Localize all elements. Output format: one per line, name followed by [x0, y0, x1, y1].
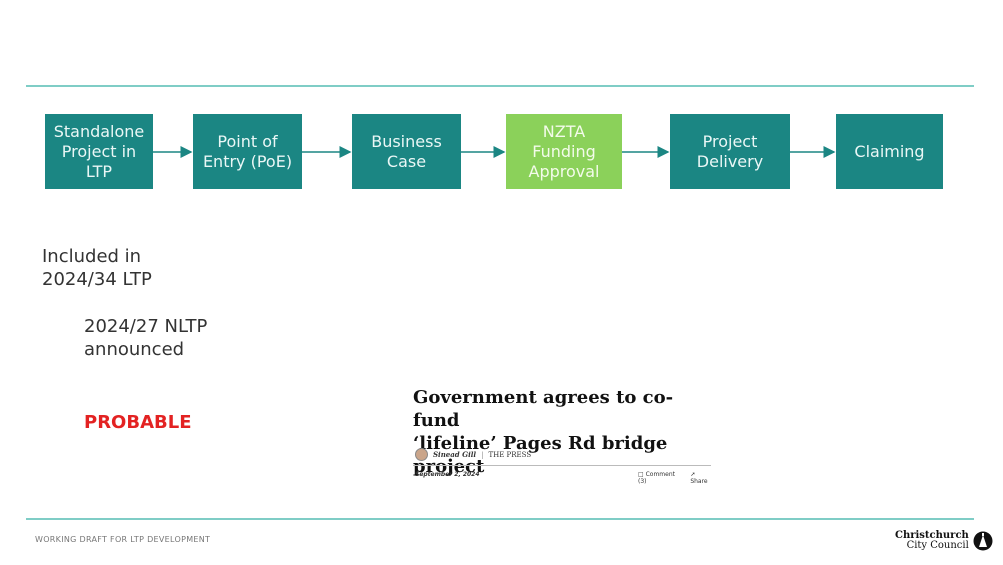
byline-separator: | [481, 450, 484, 459]
news-byline: Sinead Gill | THE PRESS [415, 448, 531, 461]
clipping-divider [413, 465, 711, 466]
flow-step-nzta-funding-approval: NZTA Funding Approval [506, 114, 622, 189]
process-flow: Standalone Project in LTP Point of Entry… [0, 0, 1003, 200]
share-link[interactable]: ➚ Share [690, 471, 708, 485]
author-avatar [415, 448, 428, 461]
share-icon: ➚ [690, 471, 696, 478]
council-logo: Christchurch City Council [895, 531, 993, 551]
council-emblem-icon [973, 531, 993, 551]
logo-line-2: City Council [906, 540, 969, 551]
news-headline: Government agrees to co-fund ‘lifeline’ … [413, 387, 674, 477]
comment-icon: □ [638, 471, 644, 478]
nltp-note: 2024/27 NLTP announced [84, 316, 208, 360]
news-clipping: Government agrees to co-fund ‘lifeline’ … [413, 386, 713, 485]
draft-footer: WORKING DRAFT FOR LTP DEVELOPMENT [35, 535, 211, 544]
bottom-divider [26, 518, 974, 520]
ltp-note: Included in 2024/34 LTP [42, 246, 152, 290]
status-label: PROBABLE [84, 412, 192, 433]
news-date: September 2, 2024 [415, 471, 480, 478]
comment-link[interactable]: □ Comment (3) [638, 471, 675, 485]
author-name: Sinead Gill [433, 450, 477, 459]
flow-step-project-delivery: Project Delivery [670, 114, 790, 189]
flow-step-business-case: Business Case [352, 114, 461, 189]
top-divider [26, 85, 974, 87]
logo-line-1: Christchurch [895, 530, 969, 541]
news-source: THE PRESS [488, 450, 532, 459]
news-actions: □ Comment (3) ➚ Share [638, 471, 713, 485]
flow-step-standalone-project: Standalone Project in LTP [45, 114, 153, 189]
flow-step-point-of-entry: Point of Entry (PoE) [193, 114, 302, 189]
flow-step-claiming: Claiming [836, 114, 943, 189]
flow-arrows [153, 146, 836, 158]
